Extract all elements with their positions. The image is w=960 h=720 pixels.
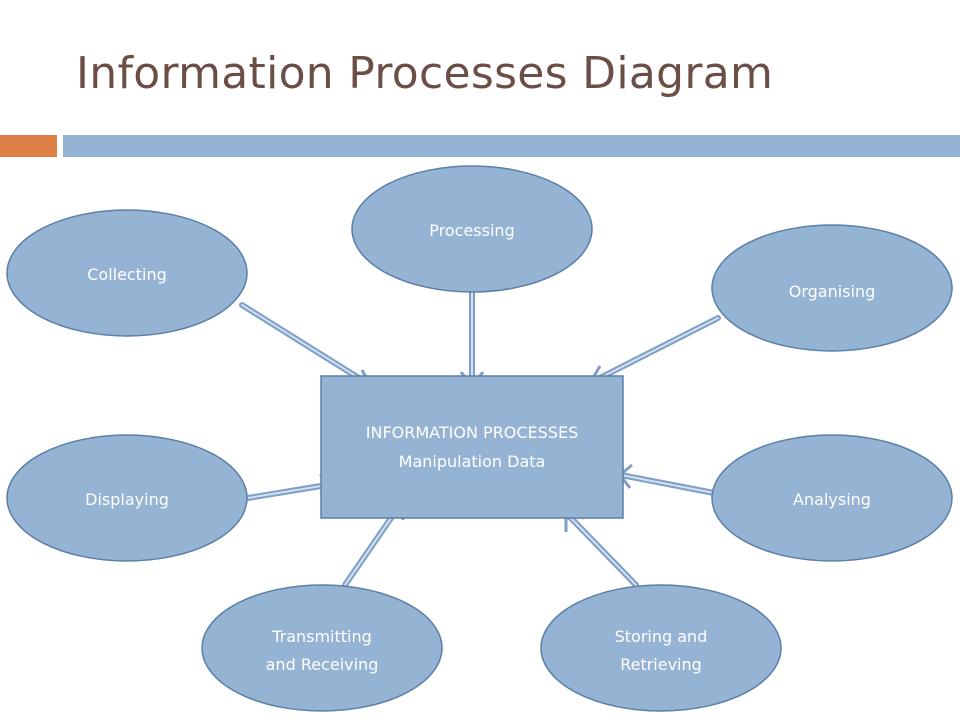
node-label: Collecting [87,265,167,284]
arrow-processing [459,289,485,389]
node-analysing: Analysing [711,434,953,562]
node-label: Displaying [85,490,169,509]
accent-bar-orange [0,135,57,157]
center-box: INFORMATION PROCESSES Manipulation Data [320,375,624,519]
node-label: Storing and [615,627,708,646]
center-title: INFORMATION PROCESSES [366,423,578,442]
node-label: Processing [429,221,514,240]
slide-title: Information Processes Diagram [76,48,774,99]
node-processing: Processing [351,165,593,293]
arrow-storing [564,511,639,588]
node-label: Transmitting [271,627,372,646]
node-collecting: Collecting [6,209,248,337]
arrow-analysing [617,463,717,496]
node-transmitting: Transmitting and Receiving [201,584,443,712]
node-label: Organising [789,282,876,301]
center-subtitle: Manipulation Data [399,452,546,471]
node-organising: Organising [711,224,953,352]
node-label: Retrieving [620,655,702,674]
node-displaying: Displaying [6,434,248,562]
node-storing: Storing and Retrieving [540,584,782,712]
node-label: Analysing [793,490,871,509]
accent-bar-blue [63,135,960,157]
node-label: and Receiving [266,655,379,674]
